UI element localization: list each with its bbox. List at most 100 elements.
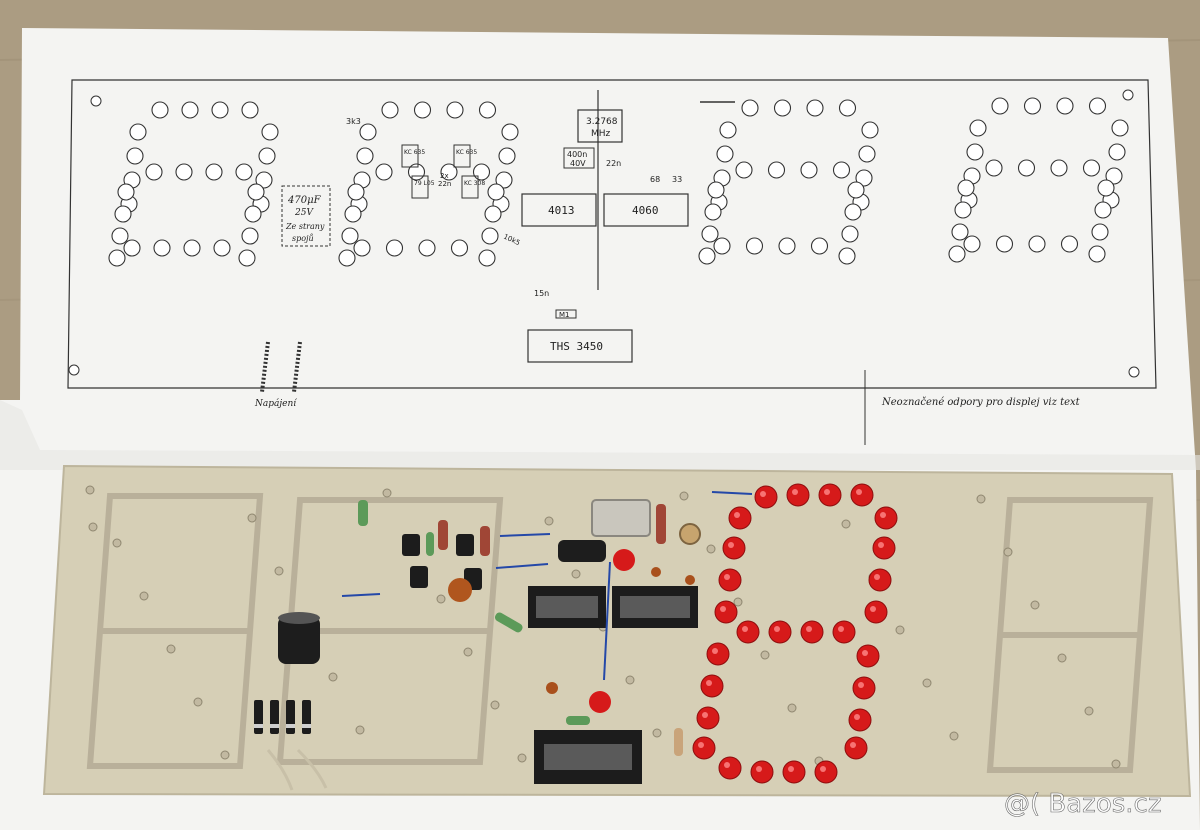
led-highlight [702, 712, 708, 718]
schematic-pad [707, 181, 725, 199]
schematic-pad [353, 239, 371, 257]
crystal-outline [577, 109, 623, 143]
schematic-pad [241, 101, 259, 119]
led [700, 674, 724, 698]
schematic-pad [261, 123, 279, 141]
schematic-pad [861, 121, 879, 139]
silkscreen-drawing: 4013 4060 THS 3450 3.2768 MHz 400n 40V 4… [67, 79, 1157, 409]
schematic-pad [205, 163, 223, 181]
schematic-pad [855, 169, 873, 187]
led [782, 760, 806, 784]
trace-digit-outline [986, 497, 1154, 773]
led-highlight [874, 574, 880, 580]
pcb-pad [760, 650, 770, 660]
led [832, 620, 856, 644]
schematic-pad [114, 205, 132, 223]
led-highlight [862, 650, 868, 656]
schematic-pad [211, 101, 229, 119]
pcb-pad [166, 644, 176, 654]
schematic-pad [985, 159, 1003, 177]
electrolytic-label-3: Ze strany [285, 222, 325, 231]
led-highlight [724, 762, 730, 768]
schematic-pad [1105, 167, 1123, 185]
schematic-pad [145, 163, 163, 181]
crystal-component [591, 499, 651, 537]
colon-led-bottom [589, 691, 611, 713]
pcb-pad [571, 569, 581, 579]
led [850, 483, 874, 507]
electrolytic-label-2: 25V [294, 208, 314, 218]
led [800, 620, 824, 644]
schematic-pad [235, 163, 253, 181]
watermark-text: @( Bazos.cz [1004, 789, 1162, 819]
schematic-pad [1060, 235, 1079, 253]
pcb-pad [679, 491, 689, 501]
mount-hole [1122, 89, 1134, 101]
led [852, 676, 876, 700]
led-highlight [858, 682, 864, 688]
led [868, 568, 892, 592]
led-highlight [788, 766, 794, 772]
schematic-pad [126, 147, 144, 165]
led-highlight [870, 606, 876, 612]
schematic-pad [1082, 159, 1101, 177]
cap-2x-label: 2x [440, 172, 449, 180]
schematic-pad [1088, 97, 1107, 115]
pcb-pad [220, 750, 230, 760]
led-highlight [838, 626, 844, 632]
pcb-pad [274, 566, 284, 576]
schematic-pad [481, 227, 499, 245]
pcb-pad [787, 703, 797, 713]
schematic-pad [181, 101, 199, 119]
led-highlight [806, 626, 812, 632]
led [736, 620, 760, 644]
transistor-3-label: KC 308 [464, 180, 485, 187]
schematic-pad [385, 239, 404, 257]
schematic-pad [446, 101, 464, 119]
led-highlight [850, 742, 856, 748]
schematic-pad [440, 163, 458, 181]
electrolytic-label-4: spojů [292, 234, 314, 243]
pcb-pad [382, 488, 392, 498]
schematic-pad [741, 99, 759, 117]
pcb-pad [1057, 653, 1067, 663]
pcb-pad [436, 594, 446, 604]
mount-hole [90, 95, 102, 107]
led-highlight [756, 766, 762, 772]
electrolytic-capacitor-1 [278, 616, 320, 664]
pcb-pad [1084, 706, 1094, 716]
pcb-pad [490, 700, 500, 710]
schematic-pad [1091, 223, 1109, 241]
led [718, 568, 742, 592]
led-highlight [724, 574, 730, 580]
schematic-pad [347, 183, 365, 201]
led [844, 736, 868, 760]
transistor-1-label: KC 635 [404, 149, 425, 156]
led-seven-segment-digit [692, 483, 898, 784]
diode [254, 700, 263, 734]
schematic-pad [806, 99, 824, 117]
led [696, 706, 720, 730]
pcb-pad [1111, 759, 1121, 769]
schematic-pad [844, 203, 862, 221]
schematic-pad [778, 237, 796, 255]
schematic-pad [356, 147, 374, 165]
pcb-pad [922, 678, 932, 688]
pcb-pad [706, 544, 716, 554]
schematic-pad [810, 237, 829, 255]
schematic-pad [1017, 159, 1036, 177]
mount-hole [68, 364, 80, 376]
electrolytic-capacitor-2 [558, 540, 606, 562]
schematic-pad [698, 247, 716, 265]
schematic-pad [151, 101, 169, 119]
led-highlight [854, 714, 860, 720]
cap-22n-pair-label: 22n [438, 180, 451, 188]
schematic-pad [111, 227, 129, 245]
trimmer-component [679, 523, 701, 545]
pcb-pad [544, 516, 554, 526]
crystal-label-1: 3.2768 [586, 117, 618, 127]
led-highlight [698, 742, 704, 748]
schematic-pad [129, 123, 147, 141]
schematic-pad [123, 239, 141, 257]
schematic-pad [344, 205, 362, 223]
